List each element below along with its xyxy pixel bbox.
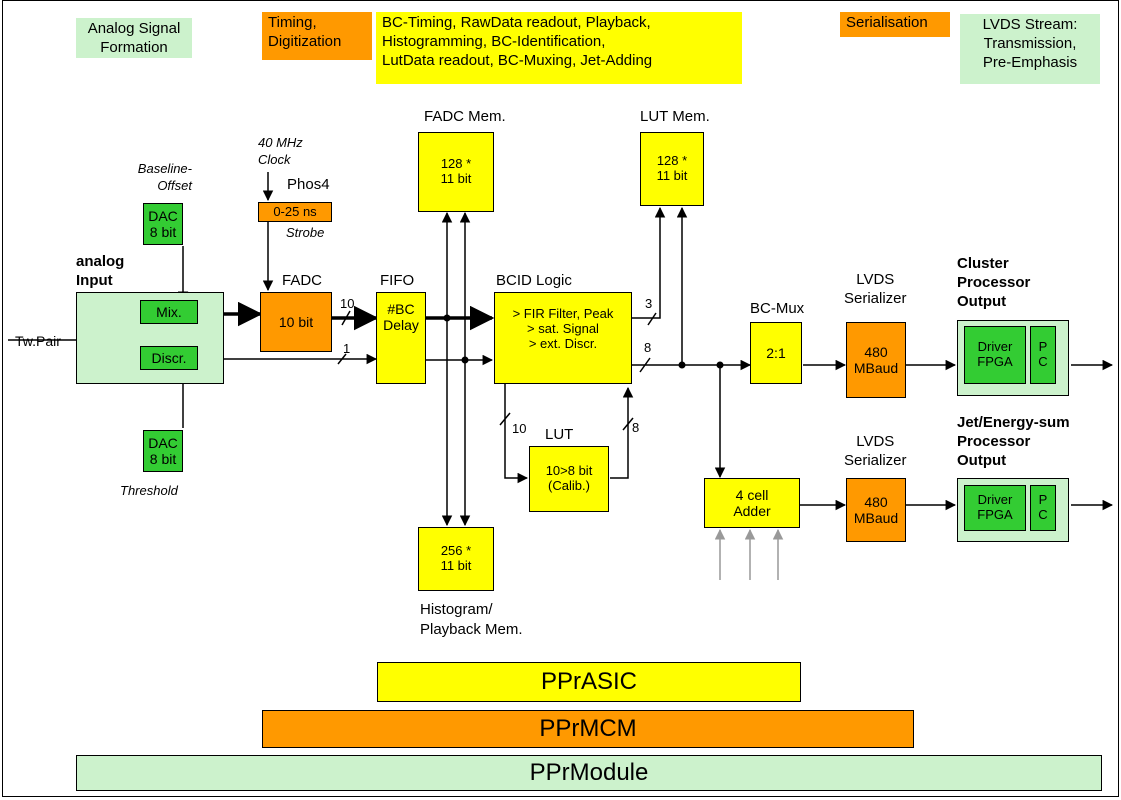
histogram-mem-label: Histogram/ Playback Mem. — [420, 601, 523, 638]
wire-label-3: 3 — [645, 296, 653, 311]
cluster-output-label: Cluster Processor Output — [957, 255, 1031, 310]
mix-box: Mix. — [140, 300, 198, 324]
clock-label: 40 MHz Clock — [258, 135, 303, 167]
header-analog: Analog Signal Formation — [76, 18, 192, 58]
ppr-asic-bar: PPrASIC — [377, 662, 801, 702]
driver-fpga-2-box: Driver FPGA — [964, 485, 1026, 531]
serializer-2-box: 480 MBaud — [846, 478, 906, 542]
wire-label-8-lut: 8 — [632, 420, 640, 435]
header-serialisation: Serialisation — [840, 12, 950, 37]
wire-label-8: 8 — [644, 340, 652, 355]
pc-1-box: P C — [1030, 326, 1056, 384]
lut-mem-label: LUT Mem. — [640, 108, 710, 125]
strobe-label: Strobe — [286, 225, 325, 240]
analog-input-label: analog Input — [76, 253, 125, 289]
lut-mem-box: 128 * 11 bit — [640, 132, 704, 206]
wire-label-1: 1 — [343, 341, 351, 356]
threshold-label: Threshold — [120, 483, 178, 498]
phos4-delay-box: 0-25 ns — [258, 202, 332, 222]
driver-fpga-1-box: Driver FPGA — [964, 326, 1026, 384]
header-timing: Timing, Digitization — [262, 12, 372, 60]
bcid-logic-box: > FIR Filter, Peak > sat. Signal > ext. … — [494, 292, 632, 384]
fadc-label: FADC — [282, 272, 323, 289]
discr-box: Discr. — [140, 346, 198, 370]
adder-box: 4 cell Adder — [704, 478, 800, 528]
fadc-mem-box: 128 * 11 bit — [418, 132, 494, 212]
pc-2-box: P C — [1030, 485, 1056, 531]
lvds-serializer-1-label: LVDS Serializer — [844, 271, 907, 307]
ppr-module-bar: PPrModule — [76, 755, 1102, 791]
header-processing: BC-Timing, RawData readout, Playback, Hi… — [376, 12, 742, 84]
baseline-offset-label: Baseline- Offset — [137, 161, 192, 193]
dac-bottom-box: DAC 8 bit — [143, 430, 183, 472]
wire-label-10-lut: 10 — [512, 421, 527, 436]
ppr-mcm-bar: PPrMCM — [262, 710, 914, 748]
fifo-box: #BC Delay — [376, 292, 426, 384]
bc-mux-label: BC-Mux — [750, 300, 805, 317]
wire-label-10: 10 — [340, 296, 355, 311]
dac-top-box: DAC 8 bit — [143, 203, 183, 245]
lut-box: 10>8 bit (Calib.) — [529, 446, 609, 512]
lvds-serializer-2-label: LVDS Serializer — [844, 433, 907, 469]
hist-mem-box: 256 * 11 bit — [418, 527, 494, 591]
fadc-box: 10 bit — [260, 292, 332, 352]
jet-output-label: Jet/Energy-sum Processor Output — [957, 414, 1070, 469]
phos4-label: Phos4 — [287, 176, 330, 193]
bcid-logic-label: BCID Logic — [496, 272, 572, 289]
fifo-label: FIFO — [380, 272, 415, 289]
tw-pair-label: Tw.Pair — [15, 333, 61, 349]
lut-label: LUT — [545, 426, 574, 443]
fadc-mem-label: FADC Mem. — [424, 108, 506, 125]
header-lvds-stream: LVDS Stream: Transmission, Pre-Emphasis — [960, 14, 1100, 84]
bc-mux-box: 2:1 — [750, 322, 802, 384]
serializer-1-box: 480 MBaud — [846, 322, 906, 398]
